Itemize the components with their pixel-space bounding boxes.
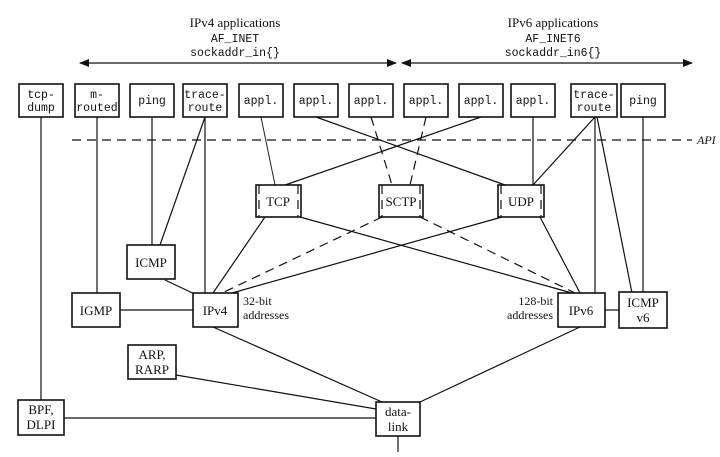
link-appl5-tcp [284,116,482,186]
svg-text:v6: v6 [637,310,651,325]
link-traceroute6-udp [532,116,596,186]
app-appl-1: appl. [238,83,284,118]
svg-text:IGMP: IGMP [80,303,113,318]
svg-text:ping: ping [138,95,166,108]
svg-text:SCTP: SCTP [385,194,416,209]
svg-text:route: route [188,102,223,115]
ipv4-heading: IPv4 applications [190,15,281,30]
app-traceroute-ipv4: trace- route [182,83,228,118]
ipv6-address-note-line1: 128-bit [518,294,553,308]
svg-text:RARP: RARP [135,362,169,377]
icmp-box: ICMP [126,244,176,280]
svg-text:link: link [388,419,409,434]
svg-text:ICMP: ICMP [135,255,167,270]
api-label: API [696,133,717,147]
ipv6-struct: sockaddr_in6{} [505,47,602,60]
link-sctp-ipv4 [221,216,383,294]
ipv6-heading-group: IPv6 applications AF_INET6 sockaddr_in6{… [401,15,693,67]
svg-text:route: route [577,102,612,115]
svg-text:IPv4: IPv4 [203,303,228,318]
svg-text:routed: routed [76,102,117,115]
tcp-box: TCP [255,184,302,218]
link-traceroute6-icmpv6 [596,116,633,294]
icmpv6-box: ICMP v6 [618,291,668,329]
link-appl4-sctp [409,116,427,186]
svg-text:appl.: appl. [244,95,279,108]
app-appl-6: appl. [510,83,556,118]
link-sctp-ipv6 [419,216,576,294]
ipv4-family: AF_INET [211,33,259,46]
link-appl1-tcp [260,116,276,186]
arp-box: ARP, RARP [127,344,177,380]
app-appl-4: appl. [403,83,449,118]
svg-text:UDP: UDP [508,194,534,209]
ipv6-family: AF_INET6 [525,33,580,46]
link-udp-ipv6 [539,216,581,294]
svg-text:ping: ping [629,95,657,108]
svg-text:data-: data- [385,404,411,419]
svg-text:tcp-: tcp- [27,89,55,102]
app-tcpdump: tcp- dump [18,83,64,118]
bpf-box: BPF, DLPI [17,399,65,436]
app-ping-ipv4: ping [129,83,175,118]
svg-text:appl.: appl. [299,95,334,108]
app-appl-3: appl. [348,83,394,118]
link-arp-datalink [175,374,383,411]
igmp-box: IGMP [71,292,121,328]
link-appl2-udp [315,116,506,186]
svg-text:m-: m- [90,89,104,102]
svg-text:TCP: TCP [266,194,290,209]
svg-text:trace-: trace- [184,89,225,102]
ipv4-address-note-line2: addresses [243,308,289,322]
app-appl-5: appl. [458,83,504,118]
link-row: ARP, RARP BPF, DLPI data- link [17,344,421,437]
svg-text:appl.: appl. [409,95,444,108]
link-ipv6-datalink [419,326,581,403]
svg-text:ICMP: ICMP [627,295,659,310]
ipv6-address-note-line2: addresses [507,308,553,322]
svg-text:ARP,: ARP, [138,347,165,362]
ipv6-heading: IPv6 applications [508,15,599,30]
svg-text:appl.: appl. [464,95,499,108]
svg-text:IPv6: IPv6 [569,303,594,318]
svg-text:trace-: trace- [573,89,614,102]
sctp-box: SCTP [378,184,424,218]
app-traceroute-ipv6: trace- route [570,83,618,118]
link-udp-ipv4 [231,216,503,294]
link-tcp-ipv4 [212,216,266,294]
network-row: ICMP IGMP IPv4 32-bit addresses 128-bit … [71,244,668,329]
app-appl-2: appl. [293,83,339,118]
ipv4-box: IPv4 [192,292,239,328]
svg-text:dump: dump [27,102,55,115]
svg-text:BPF,: BPF, [28,402,53,417]
link-tcp-ipv6 [299,216,573,294]
connections [40,116,644,452]
svg-text:DLPI: DLPI [27,417,56,432]
application-row: tcp- dump m- routed ping trace- route ap… [18,83,666,118]
ipv6-box: IPv6 [557,292,606,328]
link-ipv4-datalink [212,326,383,403]
svg-text:appl.: appl. [354,95,389,108]
udp-box: UDP [497,184,545,218]
link-traceroute-icmp [159,116,206,246]
app-ping-ipv6: ping [620,83,666,118]
datalink-box: data- link [375,401,421,437]
ipv4-struct: sockaddr_in{} [190,47,280,60]
svg-text:appl.: appl. [516,95,551,108]
app-mrouted: m- routed [74,83,120,118]
transport-row: TCP SCTP UDP [255,184,545,218]
ipv4-address-note-line1: 32-bit [243,294,272,308]
ipv4-heading-group: IPv4 applications AF_INET sockaddr_in{} [79,15,397,67]
